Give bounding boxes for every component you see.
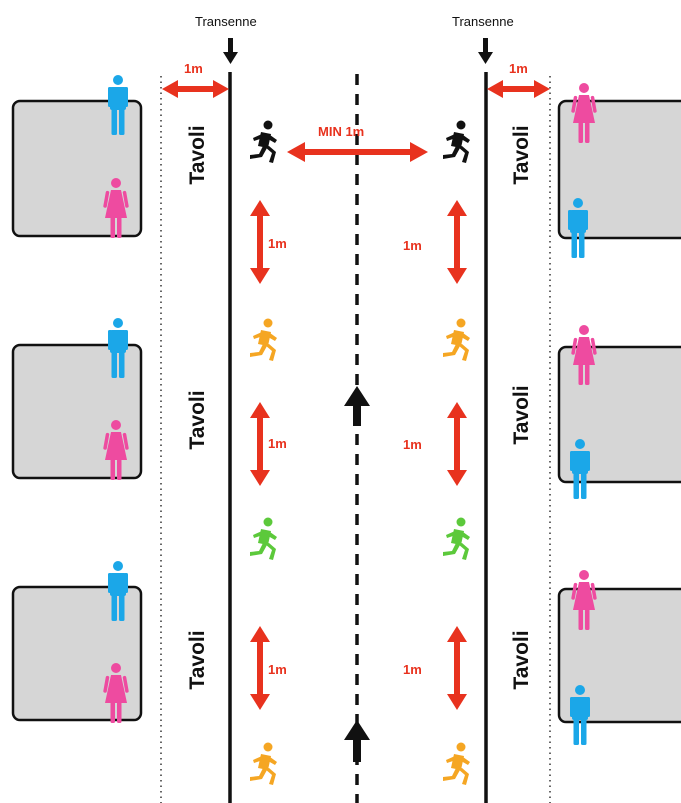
transenne-markers [223,38,493,64]
spacing-arrow [447,402,467,486]
tavoli-label: Tavoli [510,630,533,690]
running-person-icon [443,517,470,560]
walkers [250,120,470,785]
running-person-icon [250,742,277,785]
gap-arrow-left [162,80,229,98]
table-right-3 [557,587,681,724]
down-arrow-icon [223,38,238,64]
up-arrow-icon [344,386,370,426]
boundary-lines [160,72,551,803]
distance-arrows [162,80,550,710]
spacing-arrow [447,626,467,710]
spacing-label: 1m [268,436,287,451]
spacing-label: 1m [403,662,422,677]
table-right-2 [557,345,681,484]
transenne-label-right: Transenne [452,14,514,29]
spacing-arrow [250,200,270,284]
table-right-1 [557,99,681,240]
min-distance-label: MIN 1m [318,124,365,139]
tavoli-label: Tavoli [186,630,209,690]
spacing-arrow [250,402,270,486]
running-person-icon [443,120,470,163]
direction-arrows [344,386,370,762]
tavoli-label: Tavoli [186,390,209,450]
spacing-arrow [250,626,270,710]
running-person-icon [250,517,277,560]
transenne-label-left: Transenne [195,14,257,29]
spacing-label: 1m [268,236,287,251]
gap-arrow-right [487,80,550,98]
up-arrow-icon [344,720,370,762]
running-person-icon [443,742,470,785]
down-arrow-icon [478,38,493,64]
tavoli-label: Tavoli [510,385,533,445]
running-person-icon [443,318,470,361]
spacing-label: 1m [268,662,287,677]
running-person-icon [250,318,277,361]
gap-label-right: 1m [509,61,528,76]
spacing-label: 1m [403,437,422,452]
tavoli-label: Tavoli [186,125,209,185]
min-distance-arrow [287,142,428,162]
gap-label-left: 1m [184,61,203,76]
tavoli-label: Tavoli [510,125,533,185]
running-person-icon [250,120,277,163]
spacing-label: 1m [403,238,422,253]
spacing-arrow [447,200,467,284]
